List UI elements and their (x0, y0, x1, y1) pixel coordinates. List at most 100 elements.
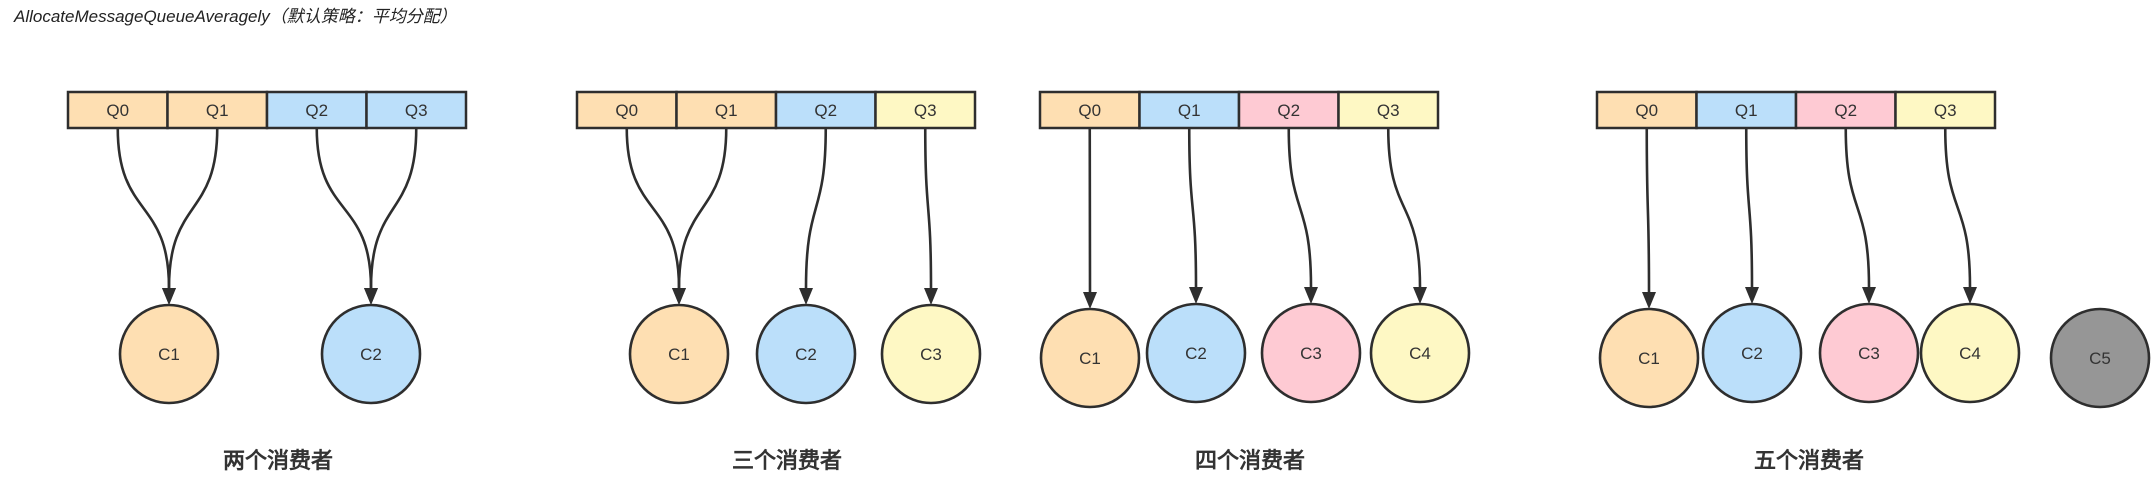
consumer-c1: C1 (1039, 307, 1141, 409)
queue-label: Q2 (814, 101, 837, 120)
queue-label: Q2 (1834, 101, 1857, 120)
consumer-label: C2 (1741, 344, 1763, 363)
consumer-circle (880, 303, 982, 405)
arrowhead-icon (1413, 287, 1427, 304)
queue-q3 (1337, 90, 1440, 130)
arrowhead-icon (364, 288, 378, 305)
arrowhead-icon (924, 288, 938, 305)
queue-label: Q2 (305, 101, 328, 120)
arrow-q0-to-c1 (116, 127, 171, 289)
consumer-c2: C2 (1145, 302, 1247, 404)
queue-q3 (874, 90, 977, 130)
consumer-c2: C2 (320, 303, 422, 405)
caption-three-consumers: 三个消费者 (731, 448, 843, 473)
consumer-c1: C1 (1598, 307, 1700, 409)
arrow-q1-to-c1 (167, 127, 219, 289)
queue-bar: Q0 Q1 Q2 Q3 (1038, 90, 1440, 130)
arrow-q3-to-c4 (1943, 127, 1972, 288)
queue-label: Q1 (206, 101, 229, 120)
arrowhead-icon (1963, 287, 1977, 304)
consumer-circle (1260, 302, 1362, 404)
arrowhead-icon (162, 288, 176, 305)
consumer-circle (1919, 302, 2021, 404)
arrow-q1-to-c2 (1744, 127, 1754, 288)
arrowhead-icon (1189, 287, 1203, 304)
caption-five-consumers: 五个消费者 (1753, 448, 1865, 473)
arrowhead-icon (1304, 287, 1318, 304)
arrow-q1-to-c2 (1187, 127, 1198, 288)
consumer-label: C2 (1185, 344, 1207, 363)
queue-label: Q1 (715, 101, 738, 120)
consumer-label: C4 (1409, 344, 1431, 363)
arrowhead-icon (1083, 292, 1097, 309)
queue-label: Q1 (1178, 101, 1201, 120)
consumer-c5: C5 (2049, 307, 2151, 409)
consumer-label: C3 (1858, 344, 1880, 363)
arrow-q3-to-c4 (1386, 127, 1422, 288)
diagram-title: AllocateMessageQueueAveragely（默认策略：平均分配） (14, 7, 457, 26)
arrowhead-icon (1642, 292, 1656, 309)
consumer-circle (755, 303, 857, 405)
consumer-c4: C4 (1919, 302, 2021, 404)
consumer-label: C2 (795, 345, 817, 364)
consumer-label: C3 (920, 345, 942, 364)
queue-label: Q0 (1635, 101, 1658, 120)
consumer-label: C2 (360, 345, 382, 364)
arrow-q0-to-c1 (625, 127, 681, 289)
consumer-c3: C3 (880, 303, 982, 405)
queue-label: Q3 (914, 101, 937, 120)
arrow-q3-to-c2 (369, 127, 418, 289)
consumer-c2: C2 (755, 303, 857, 405)
arrowhead-icon (799, 288, 813, 305)
consumer-label: C1 (1638, 349, 1660, 368)
consumer-c3: C3 (1818, 302, 1920, 404)
queue-q2 (1794, 90, 1897, 130)
queue-label: Q3 (405, 101, 428, 120)
consumer-circle (1369, 302, 1471, 404)
arrow-q2-to-c2 (315, 127, 373, 289)
consumer-label: C1 (158, 345, 180, 364)
arrow-q2-to-c2 (804, 127, 828, 289)
arrowhead-icon (1745, 287, 1759, 304)
consumer-label: C1 (1079, 349, 1101, 368)
arrow-q1-to-c1 (677, 127, 728, 289)
arrow-q0-to-c1 (1645, 127, 1651, 293)
arrowhead-icon (672, 288, 686, 305)
queue-q2 (774, 90, 877, 130)
consumer-circle (628, 303, 730, 405)
queue-label: Q3 (1934, 101, 1957, 120)
queue-label: Q0 (615, 101, 638, 120)
consumer-c1: C1 (628, 303, 730, 405)
consumer-label: C4 (1959, 344, 1981, 363)
consumer-c2: C2 (1701, 302, 1803, 404)
queue-q0 (1595, 90, 1698, 130)
consumer-label: C5 (2089, 349, 2111, 368)
queue-q0 (1038, 90, 1141, 130)
queue-q2 (1237, 90, 1340, 130)
consumer-c3: C3 (1260, 302, 1362, 404)
caption-four-consumers: 四个消费者 (1194, 448, 1306, 473)
consumer-circle (1598, 307, 1700, 409)
queue-label: Q2 (1277, 101, 1300, 120)
consumer-circle (320, 303, 422, 405)
queue-label: Q0 (1078, 101, 1101, 120)
queue-bar: Q0 Q1 Q2 Q3 (575, 90, 977, 130)
queue-q3 (365, 90, 468, 130)
consumer-circle (1701, 302, 1803, 404)
consumer-circle (2049, 307, 2151, 409)
queue-label: Q3 (1377, 101, 1400, 120)
consumer-label: C1 (668, 345, 690, 364)
arrow-q3-to-c3 (923, 127, 933, 289)
queue-q3 (1894, 90, 1997, 130)
caption-two-consumers: 两个消费者 (222, 448, 334, 473)
arrow-q2-to-c3 (1287, 127, 1313, 288)
consumer-circle (118, 303, 220, 405)
consumer-c4: C4 (1369, 302, 1471, 404)
